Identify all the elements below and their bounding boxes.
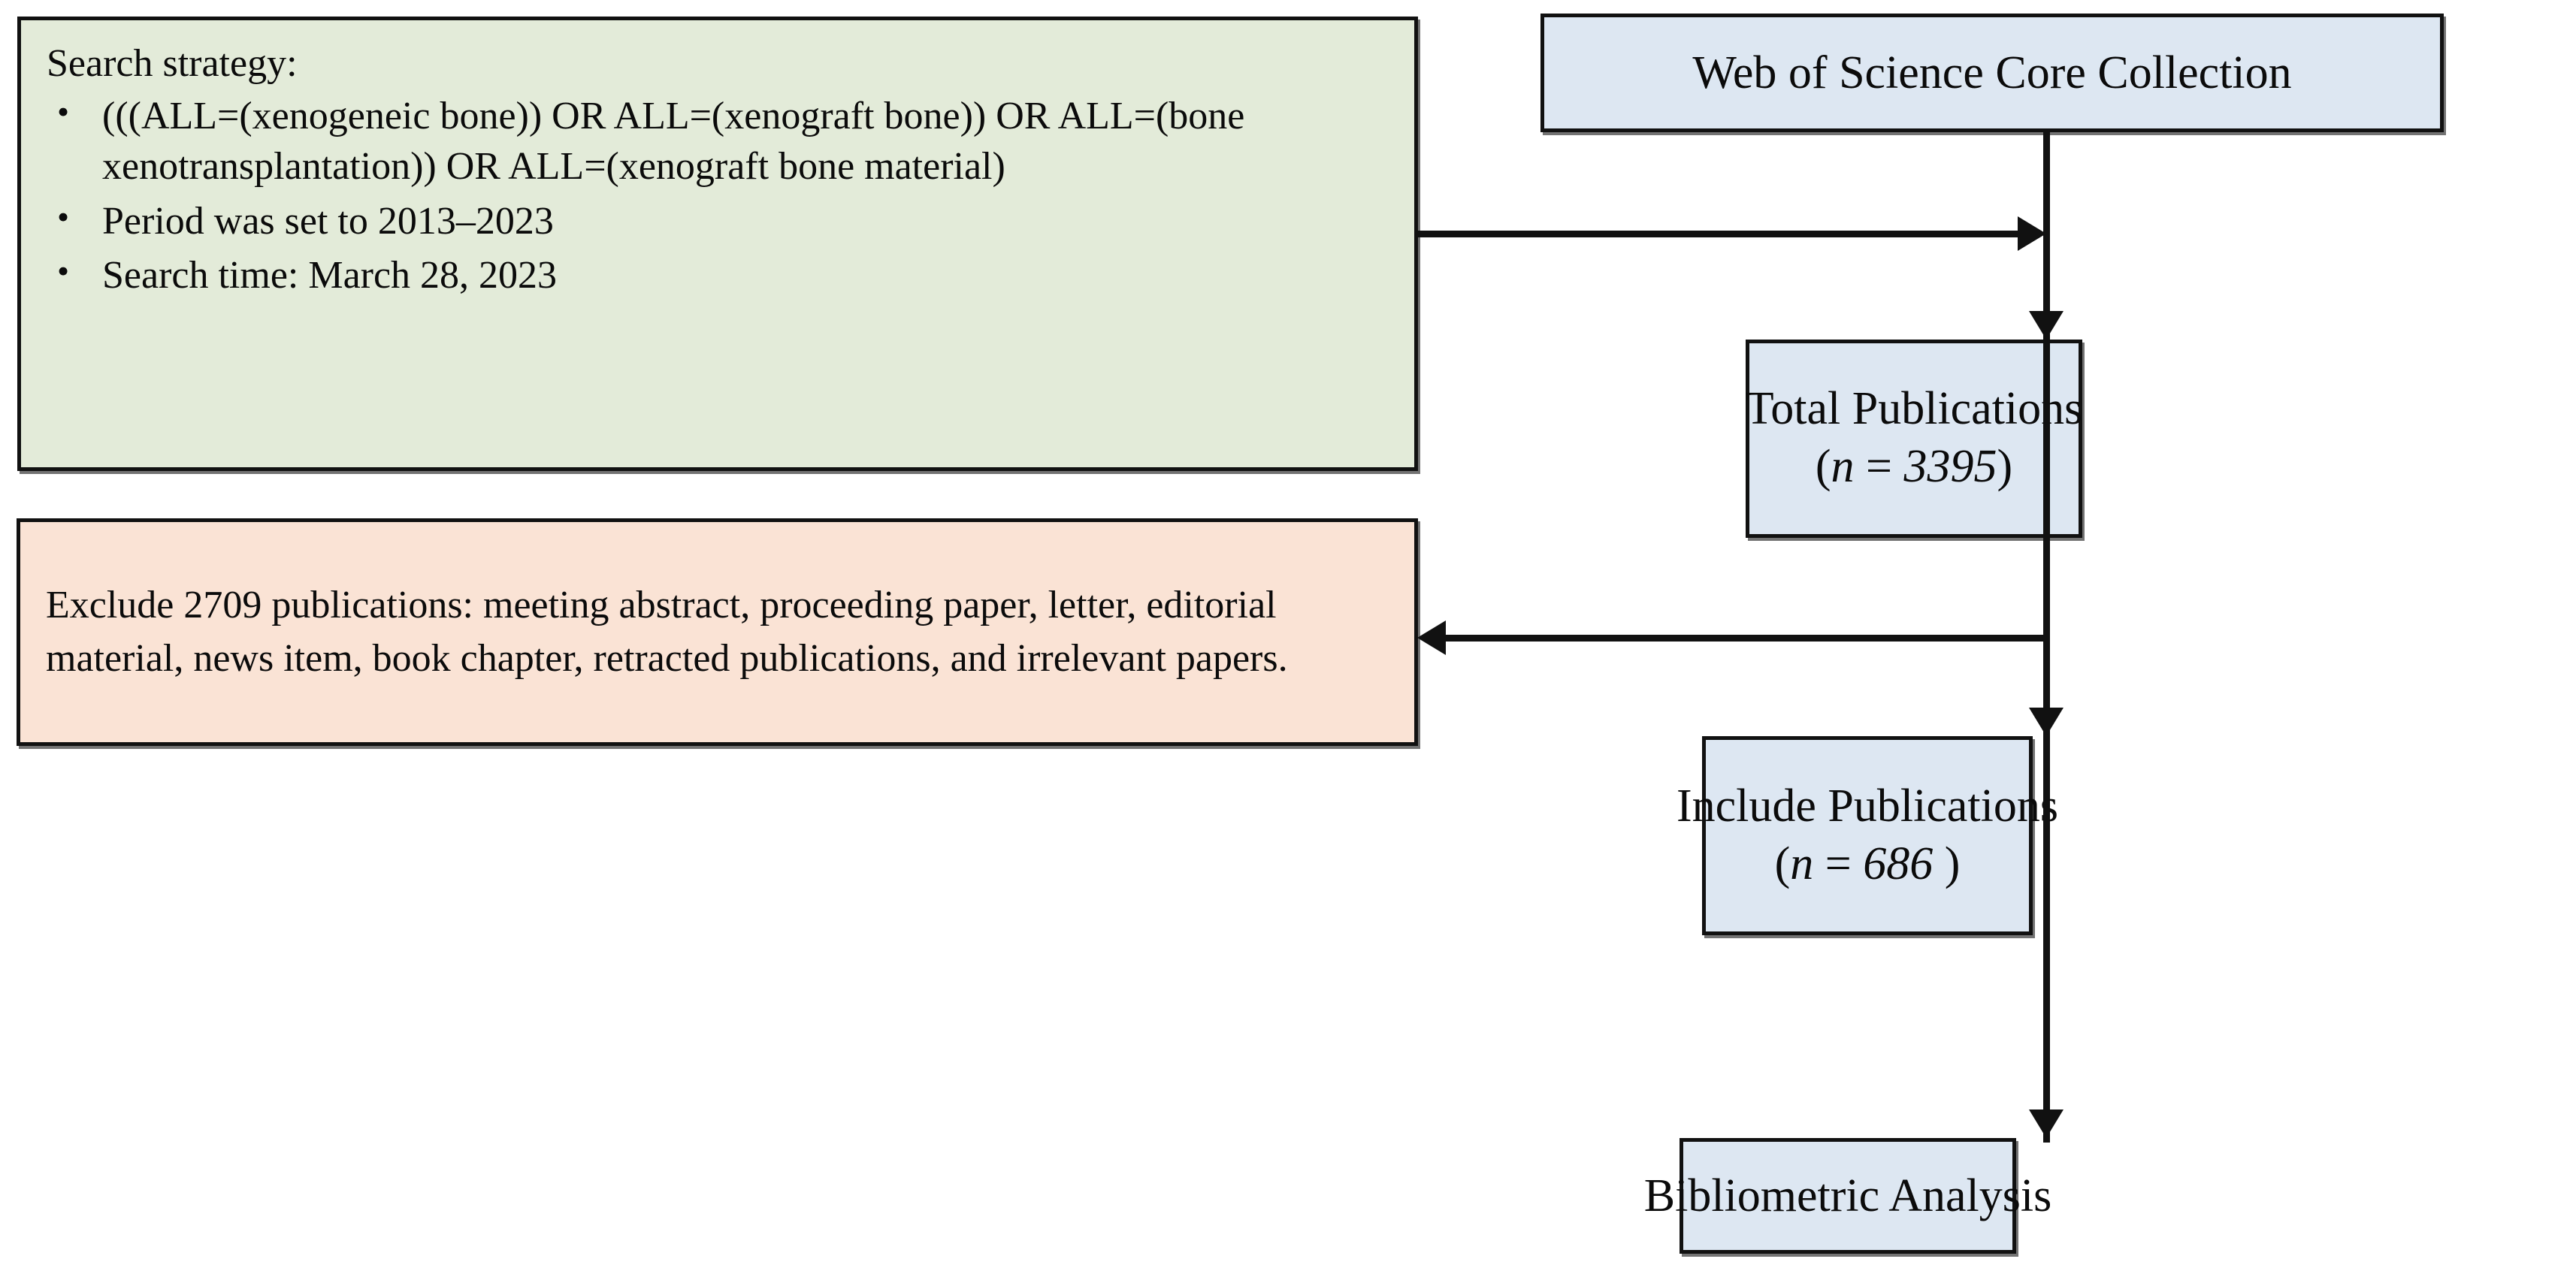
arrowhead-search-strategy-to-spine (2018, 216, 2046, 251)
arrowhead-spine-to-include-publications (2029, 708, 2064, 736)
exclusion-criteria-box: Exclude 2709 publications: meeting abstr… (17, 518, 1418, 746)
arrowhead-spine-to-exclusion-box (1417, 620, 1446, 655)
node-label-bibliometric-analysis: Bibliometric Analysis (1643, 1170, 2052, 1221)
include-count-equals: = (1813, 838, 1864, 889)
total-count-value: 3395 (1903, 441, 1997, 493)
search-strategy-bullet-list: (((ALL=(xenogeneic bone)) OR ALL=(xenogr… (47, 90, 1389, 305)
exclusion-criteria-text: Exclude 2709 publications: meeting abstr… (46, 583, 1288, 680)
total-count-open-paren: ( (1815, 441, 1831, 493)
node-label-total-publications: Total Publications (1745, 383, 2083, 435)
arrowhead-spine-to-bibliometric-analysis (2029, 1109, 2064, 1138)
search-strategy-bullet-search-time: Search time: March 28, 2023 (47, 249, 1389, 301)
connector-main-vertical-spine (2043, 132, 2050, 1143)
include-count-close-paren: ) (1944, 838, 1961, 889)
node-include-publications: Include Publications (n = 686 ) (1677, 736, 2058, 935)
arrowhead-spine-to-total-publications (2029, 311, 2064, 340)
node-count-include-publications: (n = 686 ) (1775, 838, 1961, 891)
search-strategy-bullet-period: Period was set to 2013–2023 (47, 195, 1389, 247)
connector-search-strategy-to-spine (1418, 231, 2019, 237)
include-count-value: 686 (1863, 838, 1945, 889)
node-count-total-publications: (n = 3395) (1816, 440, 2012, 494)
total-count-variable: n (1831, 441, 1855, 493)
node-label-include-publications: Include Publications (1677, 780, 2058, 832)
total-count-equals: = (1854, 441, 1904, 493)
node-web-of-science-core-collection: Web of Science Core Collection (1540, 14, 2444, 132)
search-strategy-bullet-query: (((ALL=(xenogeneic bone)) OR ALL=(xenogr… (47, 90, 1389, 192)
search-strategy-heading: Search strategy: (47, 42, 298, 85)
node-label-database: Web of Science Core Collection (1692, 47, 2292, 98)
include-count-open-paren: ( (1774, 838, 1791, 889)
connector-spine-to-exclusion-box (1444, 635, 2046, 642)
total-count-close-paren: ) (1997, 441, 2013, 493)
include-count-variable: n (1790, 838, 1814, 889)
node-bibliometric-analysis: Bibliometric Analysis (1644, 1138, 2051, 1254)
node-total-publications: Total Publications (n = 3395) (1746, 340, 2082, 538)
search-strategy-box: Search strategy: (((ALL=(xenogeneic bone… (17, 17, 1418, 471)
